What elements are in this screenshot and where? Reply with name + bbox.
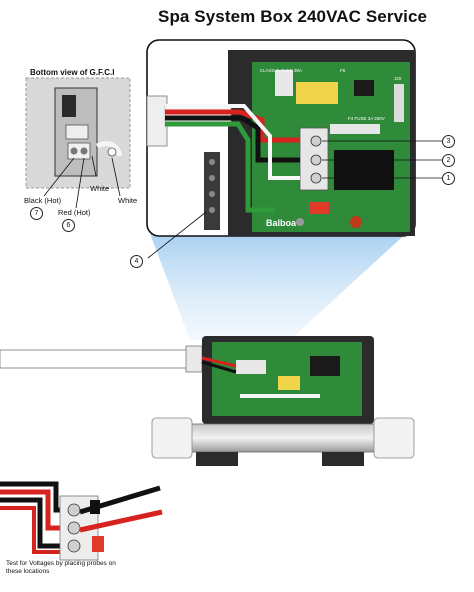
label-red-hot: Red (Hot): [58, 208, 91, 217]
pcb-class-label: CLASS G FUSE 30A: [260, 68, 303, 73]
supply-cable-lower: [0, 349, 191, 369]
cable-gland: [146, 95, 168, 147]
label-white-1: White: [90, 184, 110, 193]
gfci-pigtail-white: [95, 141, 123, 157]
terminal-red: [309, 202, 329, 214]
detail-wire-black-1: [0, 481, 62, 513]
fuse-holder-yellow: [296, 82, 338, 104]
ground-screw-2: [209, 175, 215, 181]
callout-2: 2: [442, 154, 455, 167]
lower-component-2: [278, 376, 300, 390]
callout-6: 6: [62, 219, 75, 232]
ground-screw-3: [209, 191, 215, 197]
detail-screw-2: [67, 521, 81, 535]
detail-wire-red-2: [0, 506, 62, 554]
system-box-lower: [0, 336, 415, 466]
label-black-hot: Black (Hot): [24, 196, 62, 205]
ground-screw-4: [209, 207, 215, 213]
pcb-fuse-label: F4 FUSE 3A 250V: [348, 116, 385, 121]
gfci-screw-1: [70, 147, 78, 155]
detail-screw-3: [67, 539, 81, 553]
detail-red-tab: [92, 536, 104, 552]
test-voltage-note: Test for Voltages by placing probes on t…: [6, 560, 116, 575]
box-foot-right: [322, 452, 364, 466]
terminal-screw-1: [310, 172, 322, 184]
detail-screw-1: [67, 503, 81, 517]
mount-screw-1: [350, 216, 362, 228]
heater-union-right: [373, 417, 415, 459]
callout-4: 4: [130, 255, 143, 268]
pcb-brand-label: Balboa: [266, 218, 297, 228]
gfci-inset: [25, 77, 131, 209]
lower-component-1: [236, 360, 266, 374]
wire-red: [165, 109, 300, 143]
wire-white: [165, 104, 300, 180]
gfci-inset-title: Bottom view of G.F.C.I: [30, 68, 115, 77]
lower-component-3: [310, 356, 340, 376]
detail-wire-black-2: [0, 497, 62, 549]
gfci-terminals-top: [65, 124, 89, 140]
heater-tube: [187, 423, 379, 453]
gfci-screw-2: [80, 147, 88, 155]
terminal-screw-2: [310, 154, 322, 166]
heater-union-left: [151, 417, 193, 459]
gfci-white-terminal: [107, 147, 117, 157]
relay-black-1: [354, 80, 374, 96]
cable-gland-lower: [185, 345, 203, 373]
relay-white-1: [275, 70, 293, 96]
page-title: Spa System Box 240VAC Service: [158, 7, 428, 26]
label-white-2: White: [118, 196, 138, 205]
relay-black-large: [334, 150, 394, 190]
probe-black: [79, 485, 161, 515]
gfci-terminals: [67, 142, 91, 160]
detail-wire-red-1: [0, 489, 62, 531]
connector-right: [394, 84, 404, 122]
callout-3: 3: [442, 135, 455, 148]
wire-green: [165, 121, 275, 213]
pcb-j20-label: J20: [394, 76, 402, 81]
probe-red: [79, 509, 163, 533]
box-foot-left: [196, 452, 238, 466]
pcb-f5-label: F5: [340, 68, 346, 73]
magnified-view: [146, 39, 442, 259]
fuse-glass: [330, 124, 380, 134]
mount-screw-2: [296, 218, 304, 226]
callout-7: 7: [30, 207, 43, 220]
terminal-detail: [0, 481, 163, 561]
magnify-beam: [148, 228, 412, 340]
callout-1: 1: [442, 172, 455, 185]
gfci-switch: [62, 95, 76, 117]
terminal-screw-3: [310, 135, 322, 147]
ground-screw-1: [209, 159, 215, 165]
